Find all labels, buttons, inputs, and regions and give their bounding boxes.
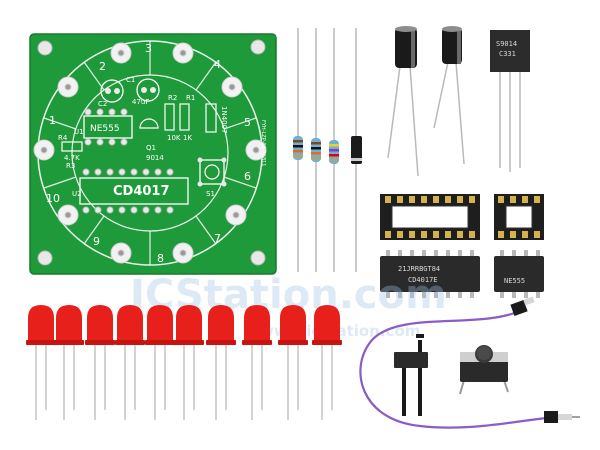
dupont-wire [359, 296, 580, 429]
led-number: 3 [145, 42, 152, 55]
silk-label: Q1 [146, 144, 156, 152]
mounting-hole [250, 39, 266, 55]
resistors [293, 28, 362, 272]
silk-label: R4 [58, 134, 68, 142]
pcb-code: FYH-LZP-02-76811 [260, 120, 266, 167]
mounting-hole [250, 250, 266, 266]
silk-label: 1N4007 [220, 106, 228, 134]
mounting-hole [37, 250, 53, 266]
transistor-marking: C331 [499, 50, 516, 58]
silk-label: 1K [183, 134, 192, 142]
silk-label: 47uF [132, 98, 149, 106]
board-title: CD4017 [113, 184, 170, 199]
led [26, 305, 56, 420]
resistor [329, 28, 339, 272]
pin-header [394, 334, 428, 416]
led [242, 305, 272, 420]
wire-connector [510, 296, 535, 317]
capacitor [433, 26, 465, 165]
switch-footprint [199, 159, 225, 185]
led-number: 4 [214, 58, 221, 71]
ic-socket-16 [380, 194, 480, 240]
tactile-switch [459, 345, 509, 395]
resistor [311, 28, 321, 272]
leds [26, 305, 342, 420]
silk-label: U1 [74, 128, 84, 136]
silk-label: C1 [126, 76, 135, 84]
led-number: 1 [49, 114, 56, 127]
ic-ne555: NE555 [494, 250, 544, 298]
led-numbers: 1 2 3 4 5 6 7 8 9 10 [46, 42, 251, 265]
ic-cd4017: 21JRRBGT84 CD4017E [380, 250, 480, 298]
ic-marking: NE555 [504, 277, 525, 285]
ne555-footprint: NE555 [83, 108, 133, 146]
silk-label: 4.7K [64, 154, 80, 162]
electrolytic-capacitors [387, 26, 465, 177]
resistor-footprint [61, 141, 83, 152]
led-pads [33, 42, 267, 264]
silk-label: 9014 [146, 154, 164, 162]
silk-label: C2 [98, 100, 107, 108]
transistor-marking: S9014 [496, 40, 517, 48]
capacitor-footprint [100, 79, 124, 103]
wire-connector [544, 411, 580, 423]
diode [351, 28, 362, 272]
resistor [293, 28, 303, 272]
silk-label: S1 [206, 190, 215, 198]
cd4017-footprint: CD4017 [79, 168, 189, 214]
ic-socket-8 [494, 194, 544, 240]
diode-footprint [205, 103, 217, 133]
led [115, 305, 145, 420]
transistor-footprint [139, 118, 159, 129]
pcb-board: 1 2 3 4 5 6 7 8 9 10 FYH-LZP-02-76811 NE… [29, 33, 277, 275]
ic-marking: CD4017E [408, 276, 438, 284]
led [312, 305, 342, 420]
timer-label: NE555 [90, 124, 120, 134]
transistor: S9014 C331 [490, 30, 530, 172]
silk-label: R3 [66, 162, 75, 170]
resistor-footprint [164, 103, 175, 131]
silk-label: R1 [186, 94, 195, 102]
led [278, 305, 308, 420]
led-number: 8 [157, 252, 164, 265]
silk-label: 10K [167, 134, 181, 142]
led-number: 5 [244, 116, 251, 129]
capacitor [387, 26, 419, 177]
led-number: 2 [99, 60, 106, 73]
led-number: 9 [93, 235, 100, 248]
resistor-footprint [179, 103, 190, 131]
led-number: 10 [46, 192, 60, 205]
led-number: 6 [244, 170, 251, 183]
led [145, 305, 175, 420]
led [85, 305, 115, 420]
led [206, 305, 236, 420]
led-number: 7 [214, 232, 221, 245]
capacitor-footprint [136, 78, 160, 102]
mounting-hole [37, 40, 53, 56]
ic-marking: 21JRRBGT84 [398, 265, 440, 273]
led [174, 305, 204, 420]
led [54, 305, 84, 420]
silk-label: U2 [72, 190, 82, 198]
silk-label: R2 [168, 94, 177, 102]
